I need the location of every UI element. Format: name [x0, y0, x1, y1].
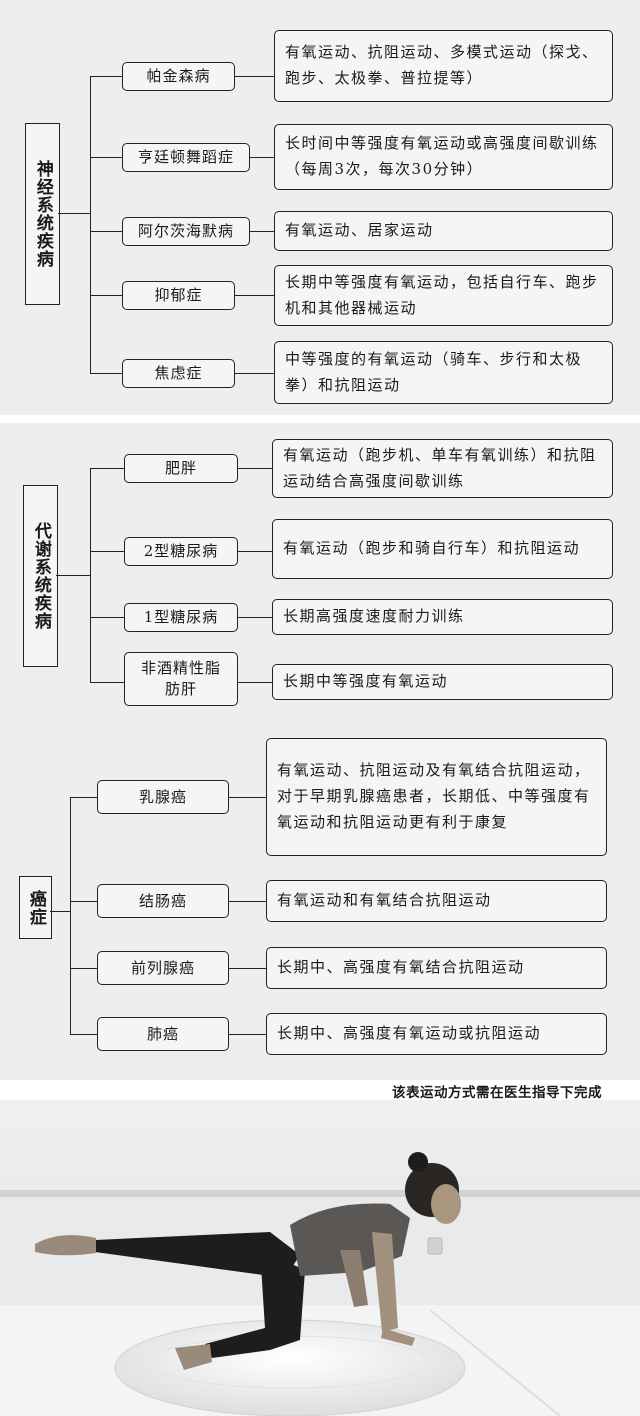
connector-line: [250, 157, 274, 159]
exercise-box: 长期中、高强度有氧运动或抗阻运动: [266, 1013, 607, 1055]
connector-line: [229, 968, 266, 970]
connector-line: [70, 901, 97, 903]
exercise-box: 有氧运动（跑步机、单车有氧训练）和抗阻运动结合高强度间歇训练: [272, 439, 613, 498]
disease-node: 阿尔茨海默病: [122, 217, 250, 246]
category-label: 代谢系统疾病: [23, 485, 58, 667]
connector-line: [229, 797, 266, 799]
connector-line: [90, 468, 124, 470]
connector-line: [70, 797, 97, 799]
connector-line: [90, 468, 92, 682]
exercise-box: 有氧运动、抗阻运动及有氧结合抗阻运动，对于早期乳腺癌患者，长期低、中等强度有氧运…: [266, 738, 607, 856]
disease-node-text: 1型糖尿病: [143, 608, 219, 626]
woman-exercise-photo: [0, 1100, 640, 1416]
disease-node-text: 结肠癌: [138, 891, 187, 910]
exercise-text: 有氧运动（跑步机、单车有氧训练）和抗阻运动结合高强度间歇训练: [283, 445, 597, 490]
connector-line: [90, 295, 122, 297]
section-neurological: 神经系统疾病 帕金森病 亨廷顿舞蹈症 阿尔茨海默病 抑郁症 焦虑症 有氧运动、抗…: [0, 0, 640, 415]
connector-line: [70, 797, 72, 1034]
footnote: 该表运动方式需在医生指导下完成: [392, 1085, 602, 1101]
disease-node-text: 前列腺癌: [130, 958, 195, 977]
exercise-box: 长期中、高强度有氧结合抗阻运动: [266, 947, 607, 989]
exercise-text: 长期中等强度有氧运动: [283, 672, 449, 691]
category-label: 癌症: [19, 876, 52, 939]
category-label-text: 癌症: [25, 889, 46, 926]
disease-node: 帕金森病: [122, 62, 235, 91]
disease-node: 非酒精性脂肪肝: [124, 652, 238, 706]
connector-line: [70, 968, 97, 970]
disease-node-text: 焦虑症: [154, 364, 203, 382]
disease-node: 结肠癌: [97, 884, 229, 918]
category-label-text: 神经系统疾病: [32, 160, 53, 268]
exercise-box: 有氧运动、居家运动: [274, 211, 613, 251]
connector-line: [238, 617, 272, 619]
disease-node: 亨廷顿舞蹈症: [122, 143, 250, 172]
exercise-text: 有氧运动（跑步和骑自行车）和抗阻运动: [283, 539, 581, 558]
connector-line: [229, 1034, 266, 1036]
exercise-box: 长期高强度速度耐力训练: [272, 599, 613, 635]
connector-line: [58, 213, 90, 215]
connector-line: [90, 231, 122, 233]
exercise-box: 有氧运动和有氧结合抗阻运动: [266, 880, 607, 922]
connector-line: [70, 1034, 97, 1036]
exercise-box: 有氧运动（跑步和骑自行车）和抗阻运动: [272, 519, 613, 579]
connector-line: [235, 373, 274, 375]
connector-line: [90, 682, 124, 684]
exercise-box: 中等强度的有氧运动（骑车、步行和太极拳）和抗阻运动: [274, 341, 613, 404]
section-cancer: 癌症 乳腺癌 结肠癌 前列腺癌 肺癌 有氧运动、抗阻运动及有氧结合抗阻运动，对于…: [0, 713, 640, 1080]
exercise-text: 长期中等强度有氧运动，包括自行车、跑步机和其他器械运动: [285, 272, 599, 317]
connector-line: [250, 231, 274, 233]
exercise-text: 长期中、高强度有氧运动或抗阻运动: [277, 1024, 542, 1043]
disease-node-text: 2型糖尿病: [143, 542, 219, 560]
disease-node-text: 肺癌: [146, 1024, 179, 1043]
disease-node: 前列腺癌: [97, 951, 229, 985]
exercise-box: 长期中等强度有氧运动，包括自行车、跑步机和其他器械运动: [274, 265, 613, 326]
disease-node: 抑郁症: [122, 281, 235, 310]
exercise-text: 有氧运动、抗阻运动及有氧结合抗阻运动，对于早期乳腺癌患者，长期低、中等强度有氧运…: [277, 761, 591, 831]
disease-node-text: 阿尔茨海默病: [137, 222, 234, 240]
exercise-text: 有氧运动、抗阻运动、多模式运动（探戈、跑步、太极拳、普拉提等）: [285, 43, 599, 87]
connector-line: [50, 911, 70, 913]
disease-node-text: 非酒精性脂肪肝: [140, 659, 221, 698]
category-label: 神经系统疾病: [25, 123, 60, 305]
disease-node: 2型糖尿病: [124, 537, 238, 566]
disease-node-text: 抑郁症: [154, 286, 203, 304]
exercise-text: 长时间中等强度有氧运动或高强度间歇训练（每周3次，每次30分钟）: [285, 134, 599, 178]
connector-line: [90, 373, 122, 375]
disease-node: 肥胖: [124, 454, 238, 483]
disease-node-text: 帕金森病: [146, 67, 211, 85]
exercise-box: 有氧运动、抗阻运动、多模式运动（探戈、跑步、太极拳、普拉提等）: [274, 30, 613, 102]
exercise-box: 长期中等强度有氧运动: [272, 664, 613, 700]
section-metabolic: 代谢系统疾病 肥胖 2型糖尿病 1型糖尿病 非酒精性脂肪肝 有氧运动（跑步机、单…: [0, 423, 640, 713]
disease-node: 乳腺癌: [97, 780, 229, 814]
disease-node: 1型糖尿病: [124, 603, 238, 632]
connector-line: [90, 157, 122, 159]
disease-node-text: 乳腺癌: [138, 787, 187, 806]
exercise-text: 长期高强度速度耐力训练: [283, 607, 465, 626]
connector-line: [235, 76, 274, 78]
exercise-text: 有氧运动和有氧结合抗阻运动: [277, 891, 492, 910]
category-label-text: 代谢系统疾病: [30, 522, 51, 630]
connector-line: [235, 295, 274, 297]
disease-node: 肺癌: [97, 1017, 229, 1051]
connector-line: [238, 468, 272, 470]
connector-line: [90, 76, 92, 373]
connector-line: [56, 575, 90, 577]
disease-node: 焦虑症: [122, 359, 235, 388]
connector-line: [90, 617, 124, 619]
disease-node-text: 亨廷顿舞蹈症: [137, 148, 234, 166]
connector-line: [90, 551, 124, 553]
connector-line: [238, 682, 272, 684]
connector-line: [229, 901, 266, 903]
connector-line: [238, 551, 272, 553]
exercise-text: 中等强度的有氧运动（骑车、步行和太极拳）和抗阻运动: [285, 349, 583, 394]
exercise-text: 长期中、高强度有氧结合抗阻运动: [277, 958, 525, 977]
exercise-box: 长时间中等强度有氧运动或高强度间歇训练（每周3次，每次30分钟）: [274, 124, 613, 190]
disease-node-text: 肥胖: [164, 459, 197, 477]
connector-line: [90, 76, 122, 78]
exercise-text: 有氧运动、居家运动: [285, 221, 434, 240]
